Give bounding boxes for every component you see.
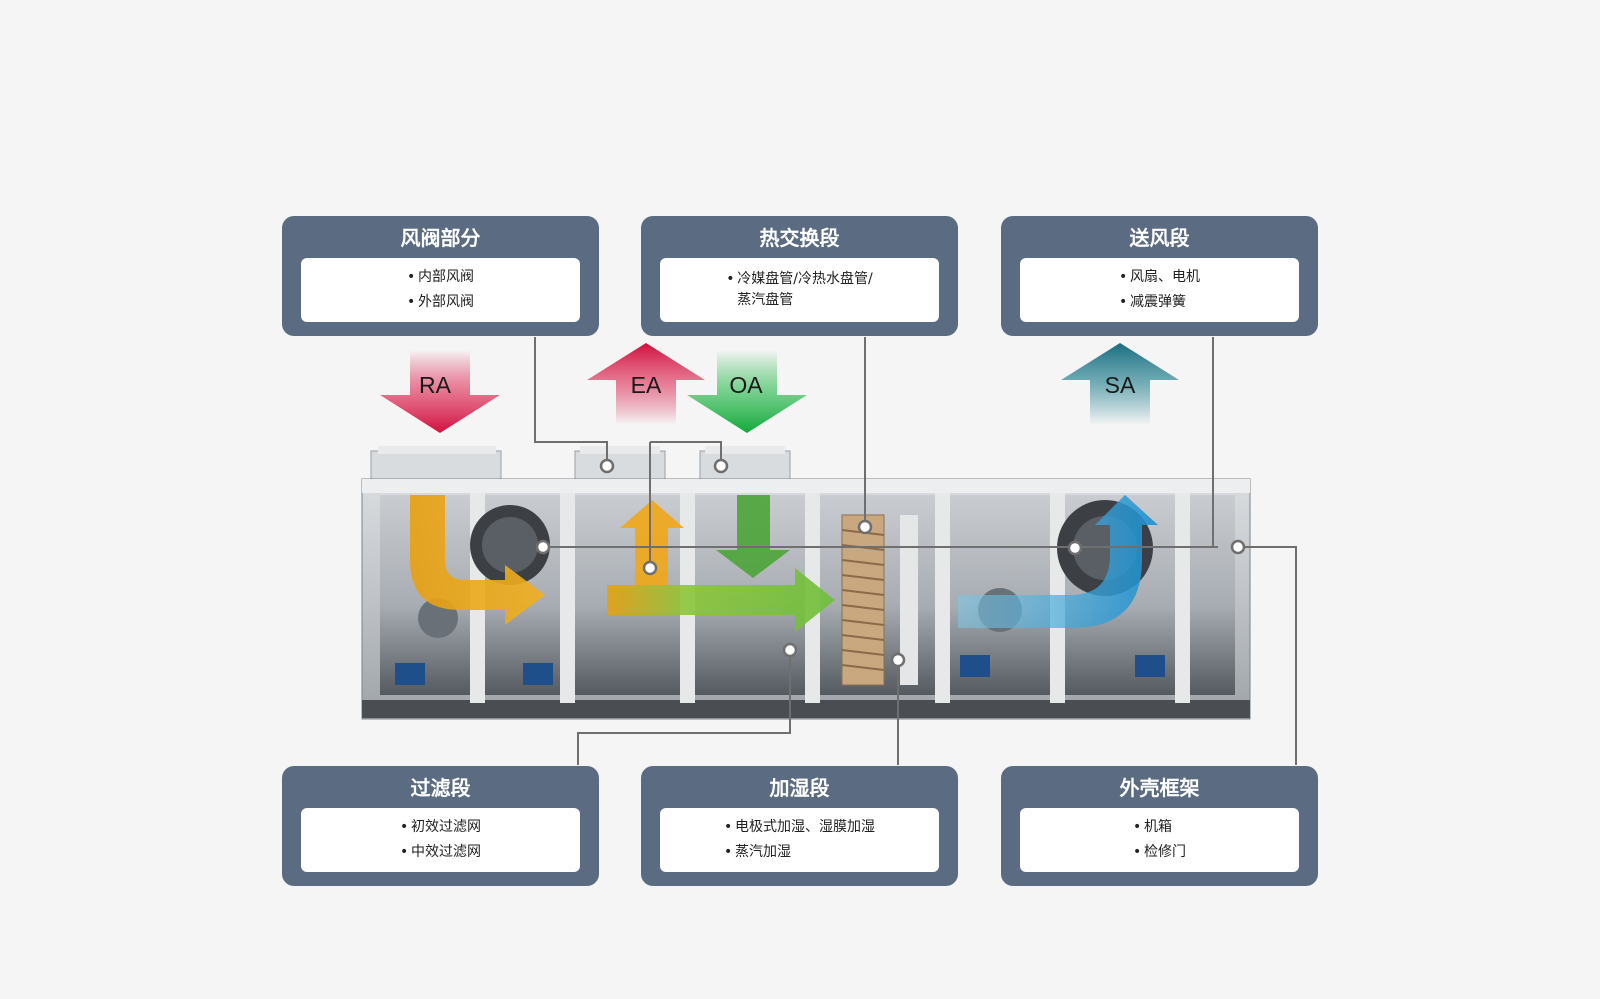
damper-section-title: 风阀部分 [400, 226, 481, 250]
list-item: 减震弹簧 [1119, 290, 1200, 315]
sa-label: SA [1104, 372, 1136, 398]
list-item: 电极式加湿、湿膜加湿 [724, 815, 875, 840]
heat-exchange-section-title: 热交换段 [759, 226, 840, 250]
casing-section-body: 机箱 检修门 [1020, 808, 1299, 872]
filter-section-box: 过滤段 初效过滤网 中效过滤网 [282, 766, 599, 886]
casing-section-title: 外壳框架 [1119, 776, 1200, 800]
list-item: 冷媒盘管/冷热水盘管/ [726, 267, 872, 292]
heat-exchange-section-list: 冷媒盘管/冷热水盘管/ 蒸汽盘管 [726, 267, 872, 313]
damper-section-body: 内部风阀 外部风阀 [301, 258, 580, 322]
list-item: 中效过滤网 [400, 840, 481, 865]
list-item: 风扇、电机 [1119, 265, 1200, 290]
list-item-continued: 蒸汽盘管 [737, 292, 794, 308]
humidify-section-body: 电极式加湿、湿膜加湿 蒸汽加湿 [660, 808, 939, 872]
internal-airflow [410, 495, 1158, 632]
humidify-section-list: 电极式加湿、湿膜加湿 蒸汽加湿 [724, 815, 875, 865]
supply-fan-section-list: 风扇、电机 减震弹簧 [1119, 265, 1200, 315]
leader-nodes [535, 458, 1246, 668]
casing-section-box: 外壳框架 机箱 检修门 [1001, 766, 1318, 886]
list-item: 蒸汽加湿 [724, 840, 875, 865]
humidify-section-box: 加湿段 电极式加湿、湿膜加湿 蒸汽加湿 [641, 766, 958, 886]
supply-fan-section-box: 送风段 风扇、电机 减震弹簧 [1001, 216, 1318, 336]
leader-lines [534, 337, 1297, 765]
list-item: 检修门 [1133, 840, 1186, 865]
damper-section-list: 内部风阀 外部风阀 [407, 265, 474, 315]
humidify-section-title: 加湿段 [769, 776, 830, 800]
list-item: 外部风阀 [407, 290, 474, 315]
heat-exchange-section-body: 冷媒盘管/冷热水盘管/ 蒸汽盘管 [660, 258, 939, 322]
sa-arrow [1061, 343, 1179, 425]
list-item: 内部风阀 [407, 265, 474, 290]
damper-section-box: 风阀部分 内部风阀 外部风阀 [282, 216, 599, 336]
filter-section-list: 初效过滤网 中效过滤网 [400, 815, 481, 865]
heat-exchange-section-box: 热交换段 冷媒盘管/冷热水盘管/ 蒸汽盘管 [641, 216, 958, 336]
casing-section-list: 机箱 检修门 [1133, 815, 1186, 865]
ea-label: EA [630, 372, 662, 398]
list-item: 机箱 [1133, 815, 1186, 840]
supply-fan-section-title: 送风段 [1129, 226, 1190, 250]
filter-section-title: 过滤段 [410, 776, 471, 800]
ra-arrow [380, 350, 500, 433]
ra-label: RA [419, 372, 451, 398]
list-item: 初效过滤网 [400, 815, 481, 840]
ea-arrow [587, 343, 705, 425]
oa-label: OA [729, 372, 763, 398]
supply-fan-section-body: 风扇、电机 减震弹簧 [1020, 258, 1299, 322]
filter-section-body: 初效过滤网 中效过滤网 [301, 808, 580, 872]
top-dampers [370, 446, 791, 480]
oa-arrow [687, 350, 807, 433]
